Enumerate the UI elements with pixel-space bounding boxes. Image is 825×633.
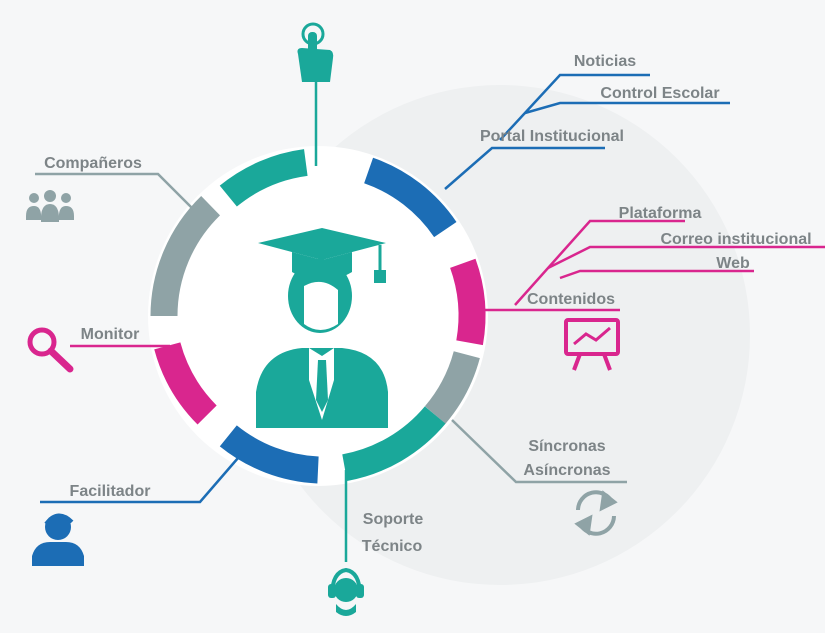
- magnifier-icon: [27, 327, 74, 373]
- connector-companeros: [35, 172, 199, 215]
- label-contenidos: Contenidos: [527, 291, 615, 308]
- arc-contenidos-magenta: [449, 258, 486, 346]
- touch-hand-icon: [297, 22, 334, 82]
- connector-portal: [444, 146, 605, 190]
- label-soporte: Soporte: [363, 511, 424, 528]
- headset-icon: [328, 567, 364, 616]
- ring: [150, 149, 486, 484]
- connector-correo: [547, 245, 825, 270]
- label-control-escolar: Control Escolar: [600, 85, 719, 102]
- presentation-chart-icon: [564, 318, 620, 371]
- graduate-student-icon: [256, 228, 388, 428]
- label-sincronas: Síncronas: [528, 438, 605, 455]
- connectors: [35, 70, 825, 562]
- connector-facilitador: [40, 457, 239, 504]
- arc-facilitador-blue: [219, 425, 319, 484]
- connector-sincronas: [451, 419, 627, 484]
- connector-web: [559, 269, 754, 280]
- arc-portal-blue: [363, 157, 457, 238]
- connector-noticias: [499, 73, 650, 141]
- label-facilitador: Facilitador: [70, 483, 151, 500]
- arc-top-teal: [219, 149, 308, 207]
- label-portal-institucional: Portal Institucional: [480, 128, 624, 145]
- arc-soporte-teal: [341, 406, 446, 481]
- connector-control: [524, 101, 730, 115]
- label-companeros: Compañeros: [44, 155, 142, 172]
- arc-companeros-gray: [150, 196, 221, 317]
- label-correo-institucional: Correo institucional: [660, 231, 811, 248]
- label-noticias: Noticias: [574, 53, 636, 70]
- arc-sincronas-gray: [424, 350, 480, 424]
- group-icon: [26, 190, 74, 222]
- label-web: Web: [716, 255, 750, 272]
- arc-monitor-magenta: [154, 342, 217, 425]
- connector-plataforma: [514, 219, 685, 306]
- label-plataforma: Plataforma: [619, 205, 702, 222]
- person-icon: [32, 513, 84, 566]
- label-asincronas: Asíncronas: [523, 462, 610, 479]
- label-tecnico: Técnico: [362, 538, 423, 555]
- sync-cycle-icon: [574, 490, 618, 536]
- labels: Noticias Control Escolar Portal Instituc…: [44, 53, 811, 555]
- label-monitor: Monitor: [81, 326, 140, 343]
